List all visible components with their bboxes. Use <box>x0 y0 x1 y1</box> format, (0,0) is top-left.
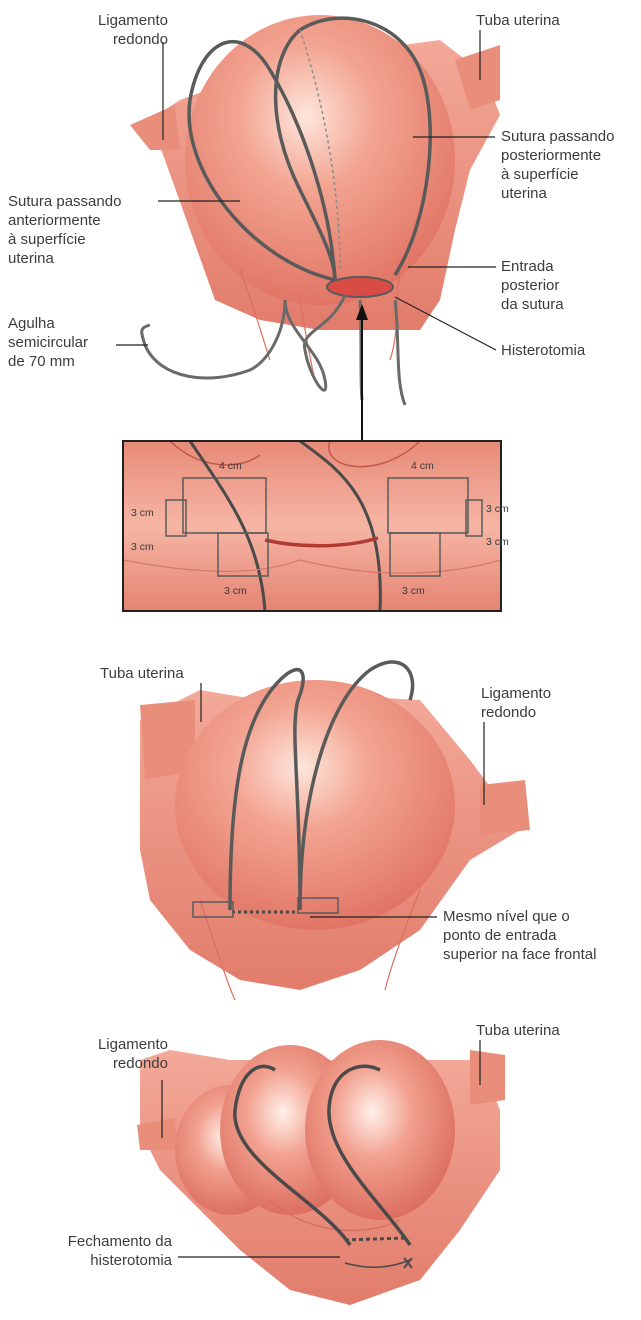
dim-left-lower: 3 cm <box>131 541 154 553</box>
dim-right-upper: 3 cm <box>486 503 509 515</box>
label-same-level: Mesmo nível que o ponto de entrada super… <box>443 907 596 964</box>
hysterotomy-closure <box>345 1238 405 1240</box>
dim-bottom-right: 3 cm <box>402 585 425 597</box>
dim-right-lower: 3 cm <box>486 536 509 548</box>
label-posterior-entry: Entrada posterior da sutura <box>501 257 564 314</box>
figure3-uterus <box>137 1040 505 1305</box>
label-round-ligament: Ligamento redondo <box>48 11 168 49</box>
label-fallopian-tube: Tuba uterina <box>476 11 560 30</box>
label-round-ligament-3: Ligamento redondo <box>48 1035 168 1073</box>
label-needle: Agulha semicircular de 70 mm <box>8 314 88 371</box>
label-fallopian-tube-2: Tuba uterina <box>100 664 184 683</box>
label-hysterotomy-closure: Fechamento da histerotomia <box>2 1232 172 1270</box>
label-suture-anterior: Sutura passando anteriormente à superfíc… <box>8 192 121 268</box>
hysterotomy-opening <box>327 277 393 297</box>
label-suture-posterior: Sutura passando posteriormente à superfí… <box>501 127 614 203</box>
dim-top-right: 4 cm <box>411 460 434 472</box>
round-ligament-left <box>130 105 180 150</box>
dim-bottom-left: 3 cm <box>224 585 247 597</box>
figure1-uterus <box>130 15 500 405</box>
label-round-ligament-2: Ligamento redondo <box>481 684 551 722</box>
dim-top-left: 4 cm <box>219 460 242 472</box>
round-ligament-right <box>480 780 530 835</box>
uterus-lobe-right <box>305 1040 455 1220</box>
label-fallopian-tube-3: Tuba uterina <box>476 1021 560 1040</box>
suture-dimensions-inset: 4 cm 4 cm 3 cm 3 cm 3 cm 3 cm 3 cm 3 cm <box>123 441 509 611</box>
label-hysterotomy: Histerotomia <box>501 341 585 360</box>
uterus-body <box>175 680 455 930</box>
dim-left-upper: 3 cm <box>131 507 154 519</box>
fallopian-tube-right <box>470 1050 505 1105</box>
